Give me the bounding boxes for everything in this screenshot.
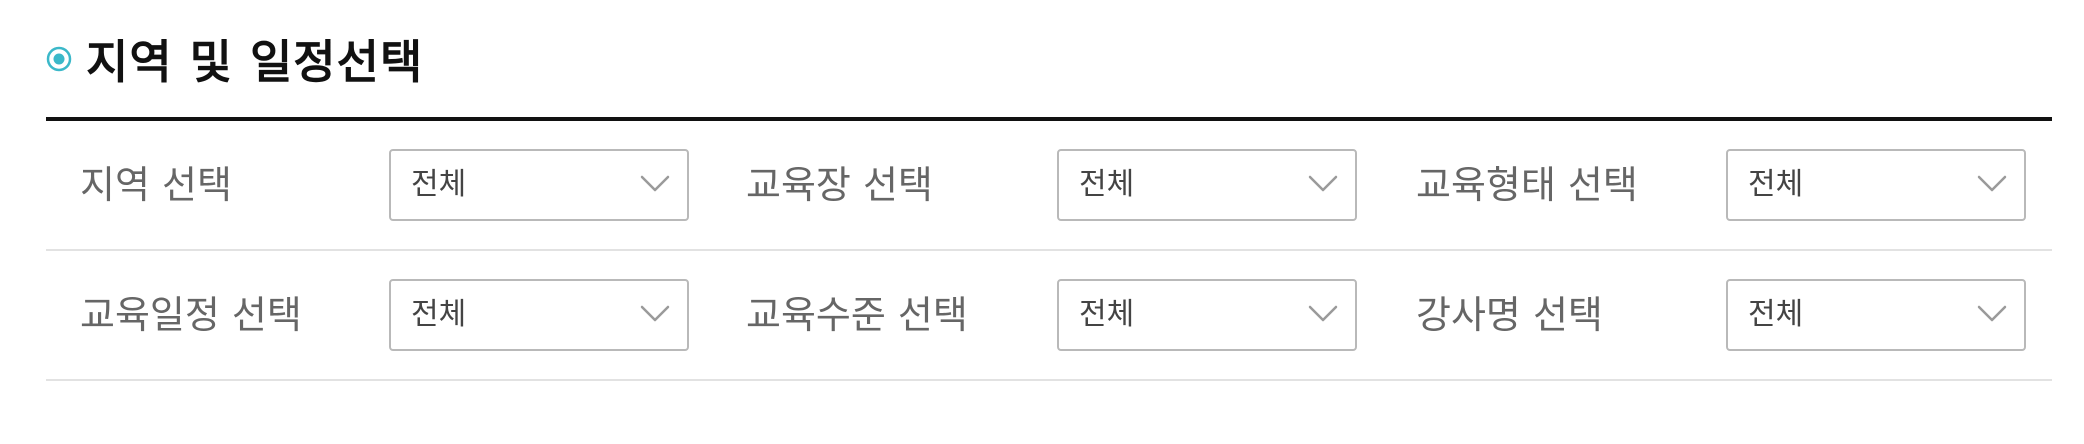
- filter-row: 교육일정 선택 전체 교육수준 선택 전체 강사명 선택 전체: [46, 251, 2052, 381]
- filter-row: 지역 선택 전체 교육장 선택 전체 교육형태 선택 전체: [46, 121, 2052, 251]
- course-type-select-value: 전체: [1748, 167, 1804, 202]
- course-type-label: 교육형태 선택: [1416, 163, 1638, 207]
- venue-select-value: 전체: [1079, 167, 1135, 202]
- region-label: 지역 선택: [80, 163, 232, 207]
- section-header: 지역 및 일정선택: [46, 28, 423, 90]
- schedule-select-value: 전체: [411, 297, 467, 332]
- chevron-down-icon: [640, 305, 670, 322]
- level-select-value: 전체: [1079, 297, 1135, 332]
- chevron-down-icon: [1977, 175, 2007, 192]
- chevron-down-icon: [1977, 305, 2007, 322]
- venue-select[interactable]: 전체: [1057, 149, 1357, 221]
- level-select[interactable]: 전체: [1057, 279, 1357, 351]
- instructor-select-value: 전체: [1748, 297, 1804, 332]
- chevron-down-icon: [1308, 305, 1338, 322]
- instructor-select[interactable]: 전체: [1726, 279, 2026, 351]
- course-type-select[interactable]: 전체: [1726, 149, 2026, 221]
- region-select-value: 전체: [411, 167, 467, 202]
- chevron-down-icon: [1308, 175, 1338, 192]
- instructor-label: 강사명 선택: [1416, 293, 1603, 337]
- level-label: 교육수준 선택: [746, 293, 968, 337]
- header-divider: [46, 117, 2052, 121]
- venue-label: 교육장 선택: [746, 163, 933, 207]
- schedule-label: 교육일정 선택: [80, 293, 302, 337]
- radio-target-icon: [46, 46, 72, 72]
- chevron-down-icon: [640, 175, 670, 192]
- section-title: 지역 및 일정선택: [86, 35, 424, 89]
- region-select[interactable]: 전체: [389, 149, 689, 221]
- schedule-select[interactable]: 전체: [389, 279, 689, 351]
